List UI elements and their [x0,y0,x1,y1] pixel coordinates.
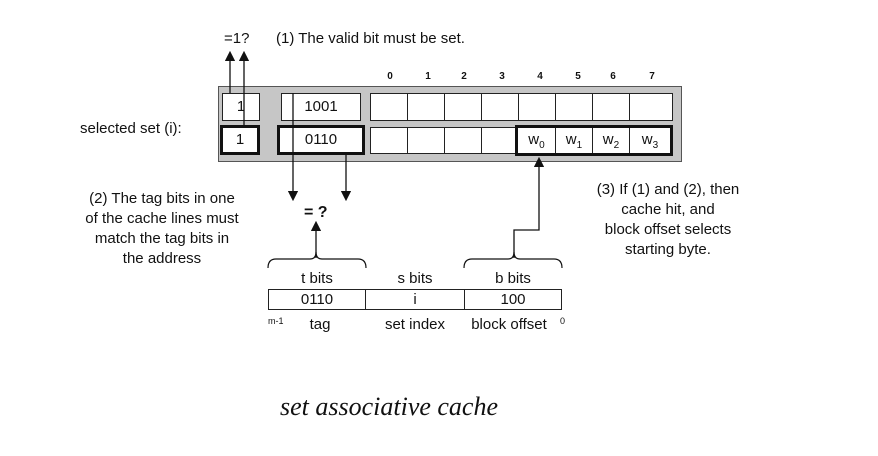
line1-byte [629,93,673,121]
word-w1-index: 1 [576,140,583,151]
byte-index-5: 5 [575,71,581,82]
byte-index-0: 0 [387,71,393,82]
block-offset-arrow [513,156,545,258]
note-tag-match: (2) The tag bits in one of the cache lin… [62,190,262,268]
note2-line: the address [122,250,202,267]
note3-line: block offset selects [604,221,732,238]
tag-compare-label: = ? [304,204,328,221]
word-w0-index: 0 [539,140,545,151]
word-w1-label: w [565,131,577,148]
line1-valid-bit: 1 [222,93,260,121]
line2-byte [370,127,408,154]
note-valid-bit: (1) The valid bit must be set. [276,30,465,47]
byte-index-6: 6 [610,71,616,82]
note2-line: of the cache lines must [85,210,239,227]
selected-set-label: selected set (i): [80,120,182,137]
word-w2-index: 2 [613,140,620,151]
byte-index-2: 2 [461,71,467,82]
note2-line: (2) The tag bits in one [89,190,235,207]
field-name-offset: block offset [471,316,547,333]
line2-valid-bit: 1 [220,125,260,155]
word-w3: w3 [630,128,670,153]
note3-line: (3) If (1) and (2), then [596,181,740,198]
line1-byte [555,93,593,121]
byte-index-1: 1 [425,71,431,82]
byte-index-4: 4 [537,71,543,82]
address-offset-field: 100 [464,289,562,310]
field-header-set: s bits [397,270,433,287]
field-header-tag: t bits [301,270,333,287]
address-lsb-label: 0 [560,316,566,326]
field-header-offset: b bits [495,270,531,287]
line1-byte [518,93,556,121]
word-w3-index: 3 [652,140,659,151]
word-w0-label: w [528,131,540,148]
address-msb-label: m-1 [268,316,284,326]
word-w1: w1 [556,128,593,153]
line2-byte [481,127,519,154]
address-set-field: i [365,289,465,310]
note3-line: starting byte. [625,241,711,258]
address-tag-field: 0110 [268,289,366,310]
note3-line: cache hit, and [621,201,715,218]
word-w2-label: w [602,131,614,148]
line2-byte [444,127,482,154]
byte-index-3: 3 [499,71,505,82]
field-name-set: set index [384,316,446,333]
note-cache-hit: (3) If (1) and (2), then cache hit, and … [568,181,768,259]
line2-tag: 0110 [277,125,365,155]
figure-caption: set associative cache [279,392,499,421]
field-name-tag: tag [309,316,331,333]
offset-brace [463,251,563,269]
word-w3-label: w [641,131,653,148]
word-w2: w2 [593,128,630,153]
byte-index-7: 7 [649,71,655,82]
tag-brace [267,251,367,269]
word-w0: w0 [518,128,556,153]
valid-check-label: =1? [224,30,250,47]
line2-byte [407,127,445,154]
line1-tag: 1001 [281,93,361,121]
note2-line: match the tag bits in [94,230,230,247]
